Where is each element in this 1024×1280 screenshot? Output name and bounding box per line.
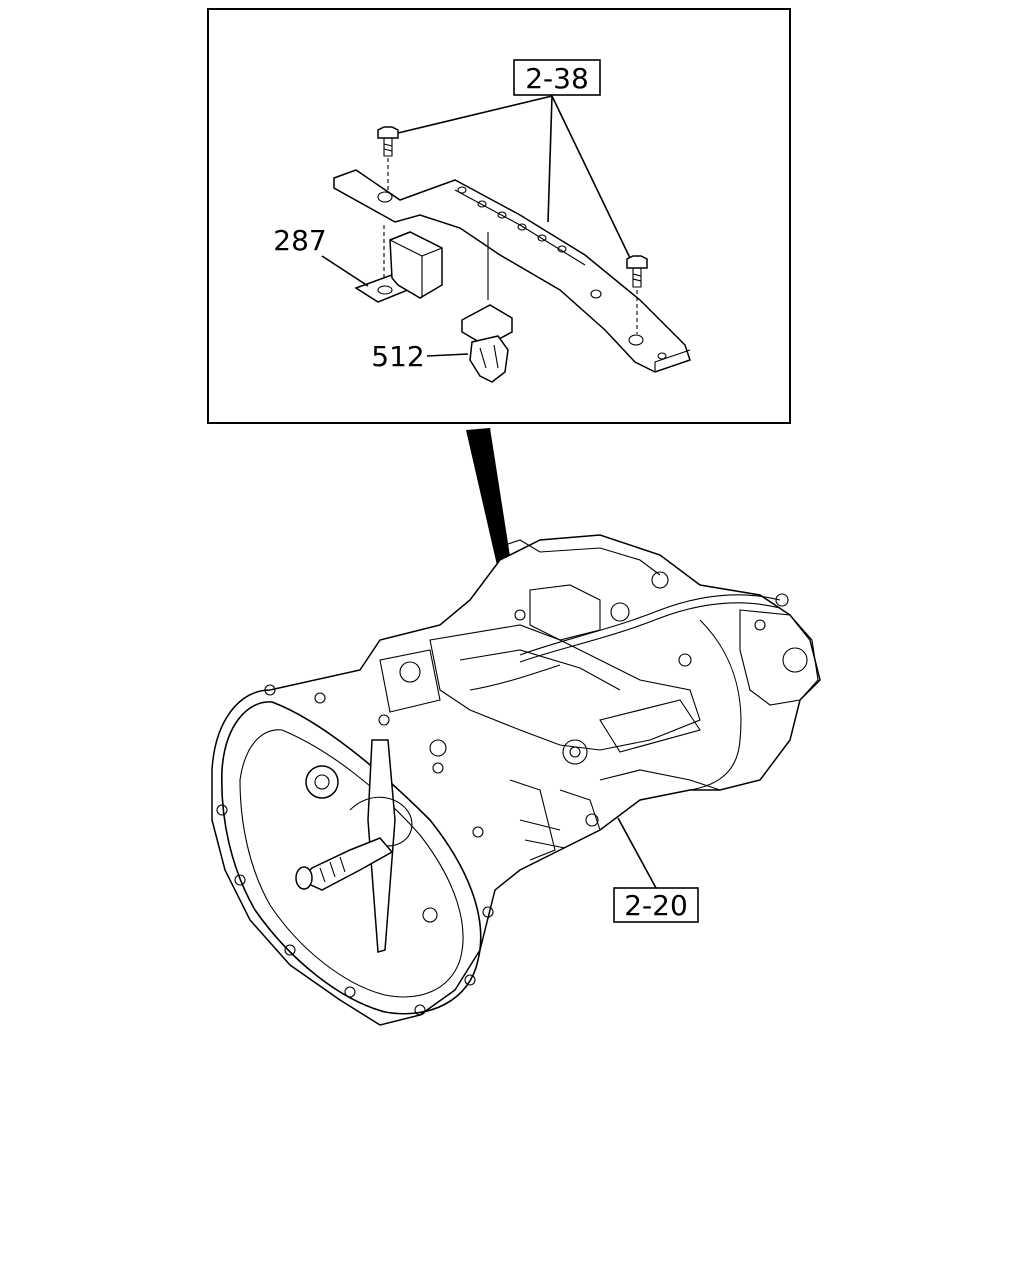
callout-box-2-38	[513, 59, 601, 96]
rubber-pad	[354, 225, 443, 303]
clip	[461, 232, 513, 383]
bolt-left	[377, 126, 399, 192]
callout-512: 512	[371, 340, 424, 373]
bracket	[333, 169, 691, 373]
bolt-right	[626, 255, 648, 334]
leader-lines	[321, 95, 631, 357]
callout-box-2-20	[613, 887, 699, 923]
callout-287: 287	[273, 224, 326, 257]
callout-2-38: 2-38	[525, 62, 589, 95]
detail-inset: 2-38 287 512	[207, 8, 791, 424]
detail-frame	[207, 8, 791, 424]
leader-2-20	[617, 817, 657, 889]
transmission-assembly	[211, 534, 821, 1026]
callout-2-20: 2-20	[624, 889, 688, 922]
